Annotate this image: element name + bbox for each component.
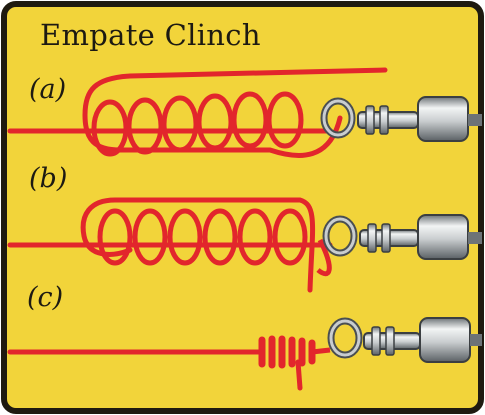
step-c-swivel <box>327 317 482 363</box>
step-label-b: (b) <box>29 163 68 194</box>
step-a-drawing <box>7 67 482 158</box>
step-label-c: (c) <box>27 282 64 313</box>
step-a-coils <box>91 91 304 157</box>
step-b-swivel <box>322 214 482 260</box>
step-c-drawing <box>7 317 482 391</box>
step-label-a: (a) <box>29 74 67 105</box>
step-b-drawing <box>7 197 482 293</box>
step-b-tag-end <box>80 197 316 293</box>
step-b-coils <box>97 208 308 266</box>
step-a-swivel <box>320 96 482 142</box>
diagram-title: Empate Clinch <box>40 18 261 52</box>
